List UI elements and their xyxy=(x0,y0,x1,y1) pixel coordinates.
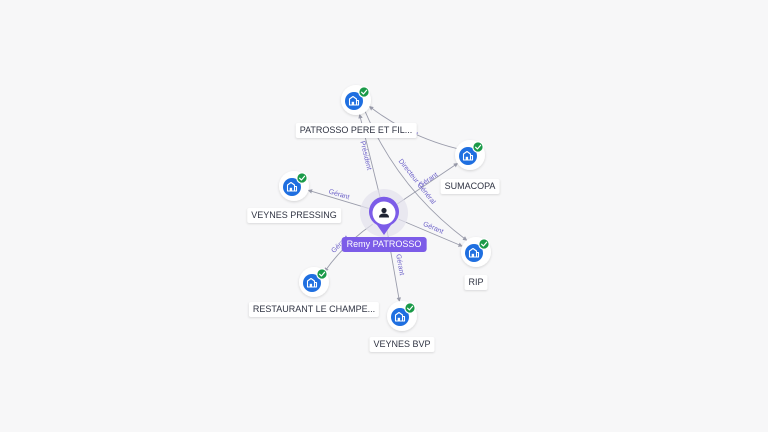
company-label[interactable]: SUMACOPA xyxy=(440,179,500,194)
company-node-restaurant[interactable] xyxy=(299,267,329,297)
company-label[interactable]: RIP xyxy=(464,275,488,290)
person-name-label[interactable]: Remy PATROSSO xyxy=(341,237,427,252)
company-label[interactable]: PATROSSO PERE ET FIL... xyxy=(295,123,417,138)
check-icon xyxy=(316,268,328,280)
company-node-sumacopa[interactable] xyxy=(455,140,485,170)
person-icon xyxy=(379,207,389,218)
check-icon xyxy=(404,302,416,314)
company-node-veynes-bvp[interactable] xyxy=(387,301,417,331)
check-icon xyxy=(296,172,308,184)
company-node-patrosso[interactable] xyxy=(341,85,371,115)
edge-label: Gérant xyxy=(394,254,405,276)
building-icon xyxy=(283,178,301,196)
building-icon xyxy=(465,244,483,262)
check-icon xyxy=(478,238,490,250)
building-icon xyxy=(391,308,409,326)
edge-center-to-patrosso xyxy=(358,113,381,198)
building-icon xyxy=(345,92,363,110)
company-label[interactable]: VEYNES BVP xyxy=(369,337,435,352)
person-node[interactable] xyxy=(360,189,408,237)
company-node-rip[interactable] xyxy=(461,237,491,267)
building-icon xyxy=(459,147,477,165)
company-label[interactable]: VEYNES PRESSING xyxy=(247,208,341,223)
company-label[interactable]: RESTAURANT LE CHAMPE... xyxy=(248,302,380,317)
check-icon xyxy=(358,86,370,98)
check-icon xyxy=(472,141,484,153)
building-icon xyxy=(303,274,321,292)
company-node-veynes-pressing[interactable] xyxy=(279,171,309,201)
